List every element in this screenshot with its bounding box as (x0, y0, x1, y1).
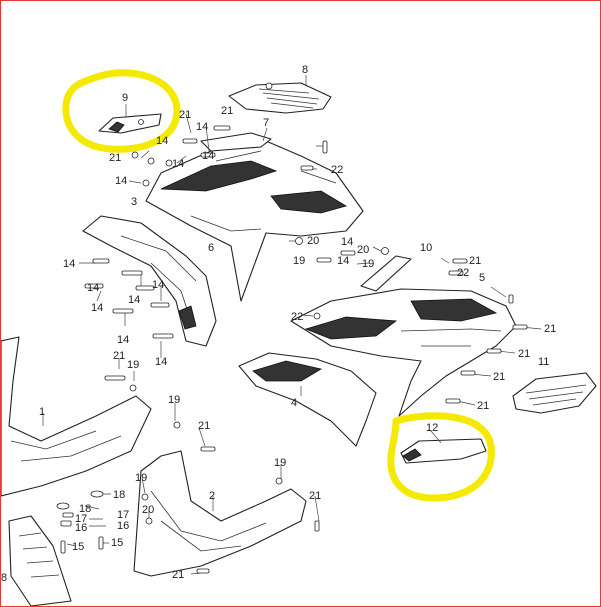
part-11-right-grille (512, 372, 597, 414)
part-4-inner-panel (238, 352, 377, 447)
callout-label: 12 (426, 422, 438, 434)
callout-label: 19 (127, 359, 139, 371)
callout-label: 14 (87, 282, 99, 294)
callout-label: 17 (75, 513, 87, 525)
callout-label: 19 (293, 255, 305, 267)
callout-label: 15 (72, 541, 84, 553)
callout-label: 21 (113, 350, 125, 362)
part-8-top-grille (228, 82, 332, 114)
callout-label: 21 (172, 569, 184, 581)
callout-labels: 9 8 21 14 7 14 21 14 21 14 22 14 3 6 14 … (1, 64, 556, 584)
callout-label: 19 (362, 258, 374, 270)
callout-label: 2 (209, 490, 215, 502)
callout-label: 21 (544, 323, 556, 335)
callout-label: 11 (538, 356, 549, 368)
part-12-trim (400, 438, 487, 464)
part-7-upper-cowl (145, 132, 364, 302)
callout-label: 14 (91, 302, 103, 314)
callout-label: 20 (307, 235, 319, 247)
callout-label: 10 (420, 242, 432, 254)
callout-label: 8 (302, 64, 308, 76)
callout-label: 14 (156, 135, 168, 147)
part-10-strip (360, 255, 412, 292)
callout-label: 4 (291, 397, 297, 409)
callout-label: 21 (221, 105, 233, 117)
part-15-side-vent (8, 515, 72, 606)
callout-label: 14 (63, 258, 75, 270)
callout-label: 20 (142, 504, 154, 516)
callout-label: 1 (39, 406, 45, 418)
callout-label: 22 (291, 311, 303, 323)
callout-label: 14 (337, 255, 349, 267)
callout-label: 14 (341, 236, 353, 248)
callout-label: 21 (493, 371, 505, 383)
fasteners (56, 125, 528, 574)
callout-label: 18 (79, 503, 91, 515)
part-2-belly-pan (133, 450, 307, 577)
highlight-markers (62, 69, 495, 502)
callout-label: 21 (309, 490, 321, 502)
callout-label: 14 (172, 158, 184, 170)
highlight-circle-part-9 (62, 69, 181, 153)
callout-label: 19 (274, 457, 286, 469)
callout-label: 19 (135, 472, 147, 484)
callout-label: 8 (1, 572, 7, 584)
callout-label: 21 (518, 348, 530, 360)
callout-label: 18 (113, 489, 125, 501)
callout-label: 3 (131, 196, 137, 208)
callout-label: 20 (357, 244, 369, 256)
callout-label: 16 (117, 520, 129, 532)
callout-label: 21 (469, 255, 481, 267)
leader-lines (42, 75, 542, 575)
part-5-right-fairing (290, 288, 517, 417)
callout-label: 9 (122, 92, 128, 104)
highlight-circle-part-12 (387, 412, 495, 502)
part-1-left-cowl (1, 336, 152, 497)
callout-label: 22 (457, 267, 469, 279)
callout-label: 19 (168, 394, 180, 406)
callout-label: 21 (109, 152, 121, 164)
callout-label: 22 (331, 164, 343, 176)
callout-label: 21 (198, 420, 210, 432)
callout-label: 17 (117, 509, 129, 521)
callout-label: 7 (263, 117, 269, 129)
part-9-bracket (98, 113, 162, 134)
part-3-side-panel (82, 215, 217, 347)
callout-label: 14 (128, 294, 140, 306)
callout-label: 6 (208, 242, 214, 254)
callout-label: 14 (115, 175, 127, 187)
callout-label: 16 (75, 522, 87, 534)
callout-label: 14 (117, 334, 129, 346)
callout-label: 21 (477, 400, 489, 412)
callout-label: 5 (479, 272, 485, 284)
callout-label: 14 (202, 150, 214, 162)
callout-label: 14 (155, 356, 167, 368)
callout-label: 21 (179, 109, 191, 121)
callout-label: 14 (152, 279, 164, 291)
callout-label: 15 (111, 537, 123, 549)
callout-label: 14 (196, 121, 208, 133)
